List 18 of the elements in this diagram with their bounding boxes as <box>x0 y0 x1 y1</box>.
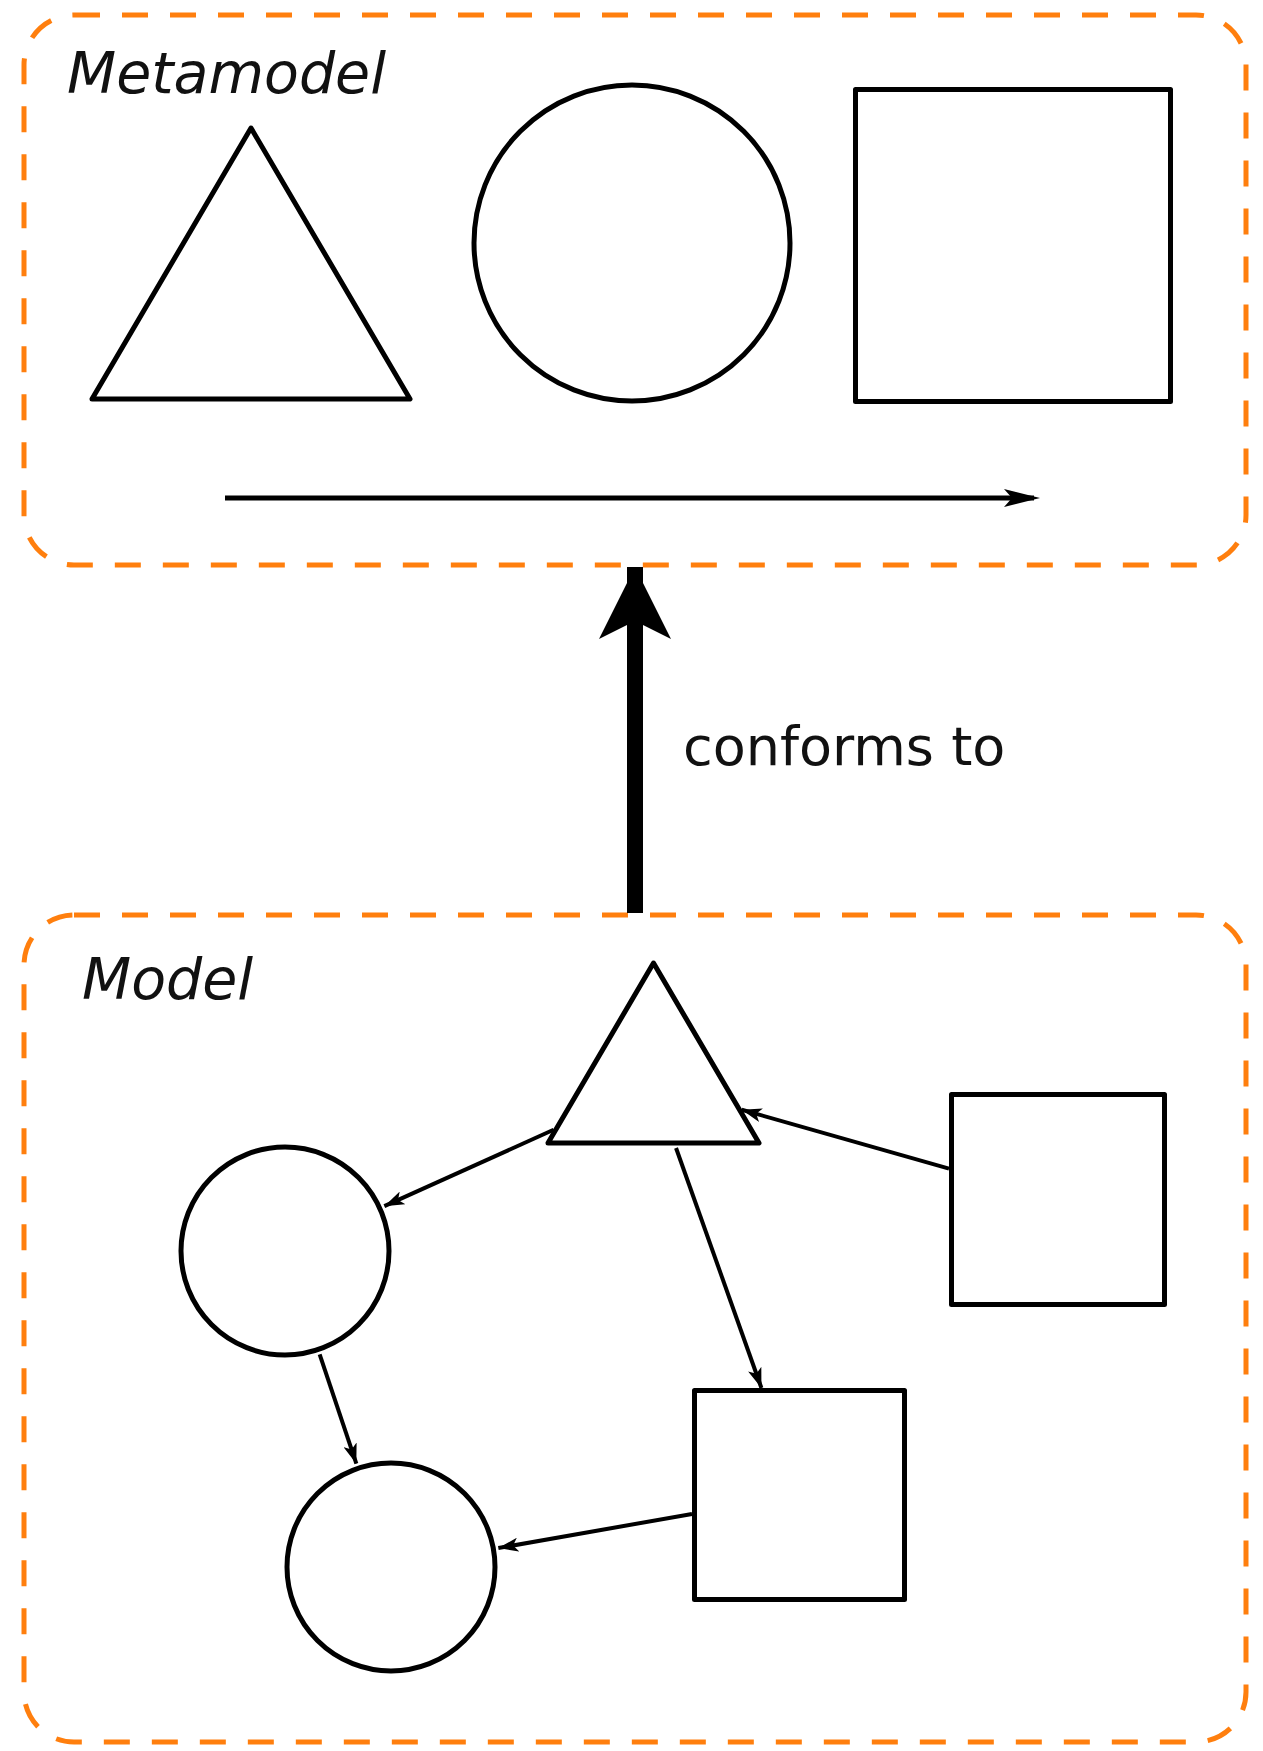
square-shape <box>949 1092 1167 1307</box>
dashed-container <box>22 13 1248 567</box>
square-shape <box>692 1388 907 1602</box>
dashed-container <box>22 913 1248 1744</box>
arrow <box>599 567 671 913</box>
container-title: Model <box>82 951 254 1008</box>
arrow <box>317 1353 359 1465</box>
circle-shape <box>469 80 795 406</box>
triangle-shape <box>87 123 415 404</box>
arrow <box>741 1107 950 1171</box>
circle-shape <box>282 1458 500 1676</box>
container-title: Metamodel <box>67 45 386 102</box>
square-shape <box>853 87 1173 404</box>
arrow <box>498 1511 693 1552</box>
arrow <box>674 1147 764 1389</box>
arrow <box>383 1127 555 1208</box>
circle-shape <box>176 1142 394 1360</box>
triangle-shape <box>543 958 764 1148</box>
